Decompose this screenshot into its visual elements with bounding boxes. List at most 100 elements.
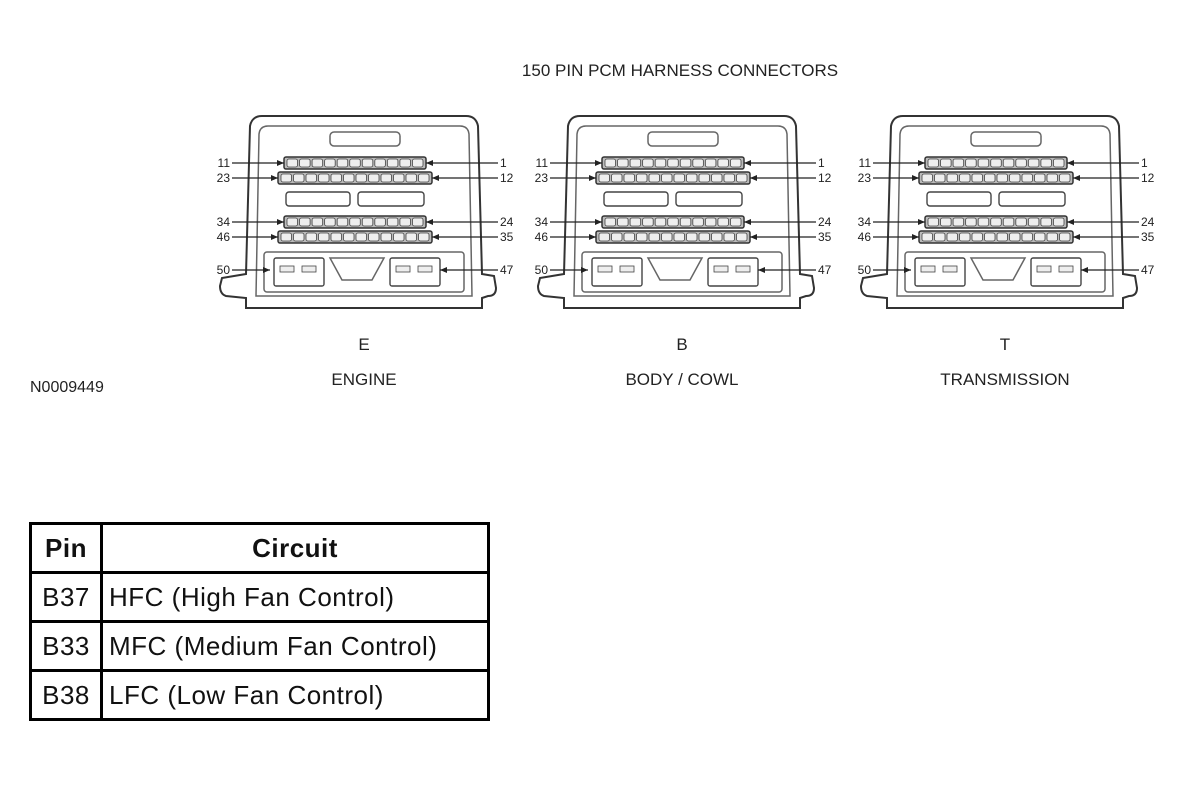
pin-cell: B33 <box>29 620 103 672</box>
pin-label: 35 <box>500 230 514 244</box>
pin-socket <box>959 232 971 242</box>
pin-socket <box>418 173 430 183</box>
pin-socket <box>934 173 946 183</box>
pin-socket <box>921 232 933 242</box>
pin-socket <box>661 173 673 183</box>
pin-label: 11 <box>218 156 231 170</box>
pin-row-24-34 <box>283 215 427 229</box>
circuit-cell: HFC (High Fan Control) <box>100 571 490 623</box>
pin-label: 34 <box>217 215 231 229</box>
middle-slot-left <box>603 191 669 207</box>
pin-socket <box>642 158 654 168</box>
pin-socket <box>996 173 1008 183</box>
middle-slot-left <box>926 191 992 207</box>
pin-socket <box>299 217 311 227</box>
middle-slot-right <box>675 191 743 207</box>
pin-row-24-34 <box>601 215 745 229</box>
pin-socket <box>293 173 305 183</box>
power-terminal <box>395 265 411 273</box>
pin-socket <box>1059 232 1071 242</box>
pin-socket <box>623 173 635 183</box>
pin-socket <box>311 158 324 168</box>
pin-socket <box>280 232 292 242</box>
pin-label: 34 <box>858 215 872 229</box>
pin-socket <box>990 158 1002 168</box>
pin-circuit-table: Pin Circuit B37 HFC (High Fan Control) B… <box>29 522 490 721</box>
pin-socket <box>940 158 952 168</box>
pin-socket <box>349 158 361 168</box>
leader-arrowhead <box>271 175 278 181</box>
connector-inner-outline <box>573 125 791 297</box>
pin-socket <box>934 232 946 242</box>
pin-socket <box>380 173 392 183</box>
table-row: B38 LFC (Low Fan Control) <box>29 669 490 721</box>
pin-socket <box>654 158 667 168</box>
pin-socket <box>343 232 355 242</box>
table-row: B33 MFC (Medium Fan Control) <box>29 620 490 672</box>
pin-label: 50 <box>858 263 872 277</box>
center-key <box>646 257 704 281</box>
leader-arrowhead <box>426 160 433 166</box>
connector-housing <box>859 115 1139 309</box>
leader-arrowhead <box>904 267 911 273</box>
leader-arrowhead <box>918 219 925 225</box>
pin-label: 1 <box>1141 156 1148 170</box>
pin-socket <box>611 173 623 183</box>
column-header-pin: Pin <box>29 522 103 574</box>
pin-socket <box>984 173 996 183</box>
pin-socket <box>636 232 648 242</box>
leader-arrowhead <box>595 219 602 225</box>
power-terminal <box>1058 265 1074 273</box>
pin-socket <box>361 217 374 227</box>
pin-socket <box>648 232 660 242</box>
pin-cell: B38 <box>29 669 103 721</box>
pin-socket <box>704 158 717 168</box>
center-key <box>328 257 386 281</box>
pin-socket <box>318 173 330 183</box>
pin-socket <box>1027 158 1040 168</box>
pin-label: 47 <box>1141 263 1155 277</box>
leader-arrowhead <box>912 234 919 240</box>
keyway <box>647 131 719 147</box>
leader-arrowhead <box>744 219 751 225</box>
pin-socket <box>311 217 324 227</box>
power-terminal <box>619 265 635 273</box>
pin-socket <box>698 232 710 242</box>
pin-socket <box>299 158 311 168</box>
pin-socket <box>1059 173 1071 183</box>
pin-socket <box>952 217 965 227</box>
pin-socket <box>1021 173 1033 183</box>
pin-socket <box>405 232 417 242</box>
pin-socket <box>393 173 405 183</box>
leader-arrowhead <box>277 160 284 166</box>
pin-socket <box>368 232 380 242</box>
pin-socket <box>1053 158 1065 168</box>
pin-socket <box>977 217 990 227</box>
leader-arrowhead <box>277 219 284 225</box>
circuit-cell: MFC (Medium Fan Control) <box>100 620 490 672</box>
pin-row-12-23 <box>595 171 751 185</box>
pin-socket <box>996 232 1008 242</box>
pin-socket <box>1009 232 1021 242</box>
pin-socket <box>940 217 952 227</box>
pin-socket <box>629 217 642 227</box>
pin-socket <box>667 158 679 168</box>
pin-label: 34 <box>535 215 549 229</box>
connector-inner-outline <box>255 125 473 297</box>
connector-name: BODY / COWL <box>625 370 738 389</box>
pin-socket <box>611 232 623 242</box>
pin-row-35-46 <box>595 230 751 244</box>
pin-socket <box>673 173 685 183</box>
pin-socket <box>730 217 742 227</box>
leader-arrowhead <box>263 267 270 273</box>
power-cavity-left <box>914 257 966 287</box>
diagram-title: 150 PIN PCM HARNESS CONNECTORS <box>522 61 838 80</box>
pin-socket <box>386 158 399 168</box>
pin-label: 23 <box>858 171 872 185</box>
pin-socket <box>971 173 983 183</box>
pin-socket <box>280 173 292 183</box>
pin-socket <box>946 173 958 183</box>
